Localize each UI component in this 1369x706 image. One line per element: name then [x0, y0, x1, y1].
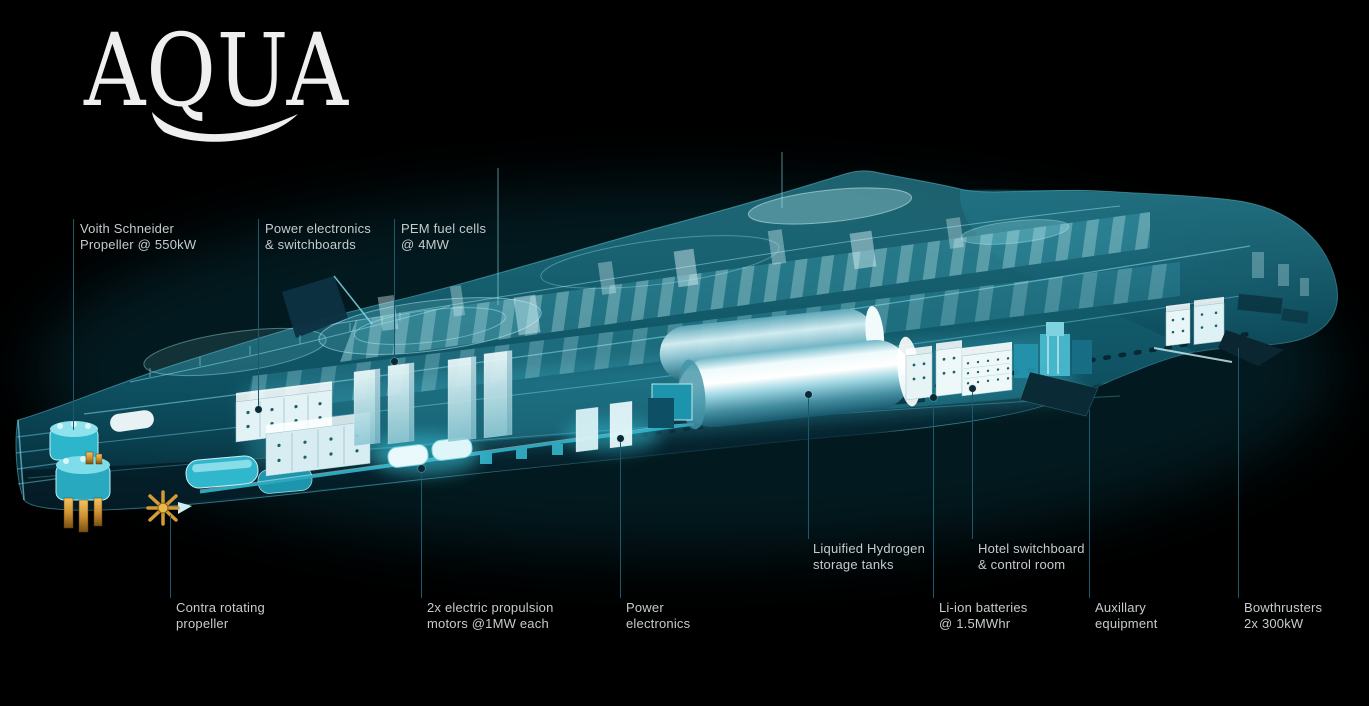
label-line: & control room	[978, 557, 1066, 572]
leader-dot-propulsion-motors	[418, 465, 425, 472]
label-line: @ 1.5MWhr	[939, 616, 1011, 631]
label-line: Li-ion batteries	[939, 600, 1028, 615]
label-auxillary-equipment: Auxillary equipment	[1095, 600, 1158, 632]
label-line: Contra rotating	[176, 600, 265, 615]
li-ion-battery-bank	[905, 340, 963, 401]
leader-line-power-electronics	[620, 440, 621, 598]
leader-line-hotel-switchboard	[972, 390, 973, 539]
leader-line-voith-propeller	[73, 219, 74, 430]
control-room-cluster	[1014, 322, 1092, 378]
leader-line-pem-fuel-cells	[394, 219, 395, 360]
leader-line-power-electronics-switchboards	[258, 219, 259, 408]
label-propulsion-motors: 2x electric propulsion motors @1MW each	[427, 600, 554, 632]
voith-gold-blades	[63, 451, 103, 533]
label-line: Hotel switchboard	[978, 541, 1085, 556]
leader-dot-hotel-switchboard	[969, 385, 976, 392]
label-line: & switchboards	[265, 237, 356, 252]
leader-line-hydrogen-tanks	[808, 396, 809, 539]
pem-fuel-cell-stacks	[353, 350, 513, 447]
label-line: motors @1MW each	[427, 616, 549, 631]
leader-dot-power-electronics-switchboards	[255, 406, 262, 413]
label-hydrogen-tanks: Liquified Hydrogen storage tanks	[813, 541, 925, 573]
label-pem-fuel-cells: PEM fuel cells @ 4MW	[401, 221, 486, 253]
label-line: Bowthrusters	[1244, 600, 1323, 615]
leader-dot-li-ion-batteries	[930, 394, 937, 401]
bow-deck-details	[1237, 252, 1309, 324]
mast-lines	[497, 152, 783, 305]
leader-line-propulsion-motors	[421, 470, 422, 598]
label-line: storage tanks	[813, 557, 894, 572]
label-bowthrusters: Bowthrusters 2x 300kW	[1244, 600, 1322, 632]
leader-line-bowthrusters	[1238, 348, 1239, 598]
label-power-electronics-switchboards: Power electronics & switchboards	[265, 221, 371, 253]
leader-dot-hydrogen-tanks	[805, 391, 812, 398]
voith-schneider-propellers	[49, 410, 154, 533]
label-hotel-switchboard: Hotel switchboard & control room	[978, 541, 1085, 573]
label-li-ion-batteries: Li-ion batteries @ 1.5MWhr	[939, 600, 1027, 632]
label-line: 2x electric propulsion	[427, 600, 554, 615]
label-line: propeller	[176, 616, 229, 631]
switchboard-cabinets	[235, 381, 371, 477]
leader-line-contra-rotating-propeller	[170, 515, 171, 598]
leader-dot-power-electronics	[617, 435, 624, 442]
leader-dot-pem-fuel-cells	[391, 358, 398, 365]
label-line: Power	[626, 600, 664, 615]
contra-rotating-propeller	[146, 490, 192, 526]
label-line: 2x 300kW	[1244, 616, 1304, 631]
label-line: Auxillary	[1095, 600, 1146, 615]
label-power-electronics: Power electronics	[626, 600, 690, 632]
label-line: Voith Schneider	[80, 221, 175, 236]
leader-line-li-ion-batteries	[933, 399, 934, 598]
aqua-logo: AQUA	[84, 12, 349, 129]
label-voith-propeller: Voith Schneider Propeller @ 550kW	[80, 221, 196, 253]
label-contra-rotating-propeller: Contra rotating propeller	[176, 600, 265, 632]
label-line: @ 4MW	[401, 237, 450, 252]
logo-swash	[152, 112, 298, 142]
deck-ellipses	[143, 187, 1070, 377]
hydrogen-tank-front	[677, 339, 912, 428]
leader-line-auxillary-equipment	[1089, 410, 1090, 598]
label-line: Propeller @ 550kW	[80, 237, 197, 252]
label-line: electronics	[626, 616, 691, 631]
flag	[282, 275, 373, 338]
label-line: PEM fuel cells	[401, 221, 487, 236]
bowthruster-units	[1153, 296, 1284, 366]
hydrogen-tanks	[648, 306, 925, 430]
electric-propulsion-motors	[387, 437, 473, 468]
power-electronics-units	[575, 401, 633, 453]
auxillary-equipment-unit	[1019, 371, 1099, 417]
label-line: equipment	[1095, 616, 1158, 631]
hotel-switchboard-panel	[961, 341, 1013, 397]
label-line: Power electronics	[265, 221, 371, 236]
label-line: Liquified Hydrogen	[813, 541, 926, 556]
